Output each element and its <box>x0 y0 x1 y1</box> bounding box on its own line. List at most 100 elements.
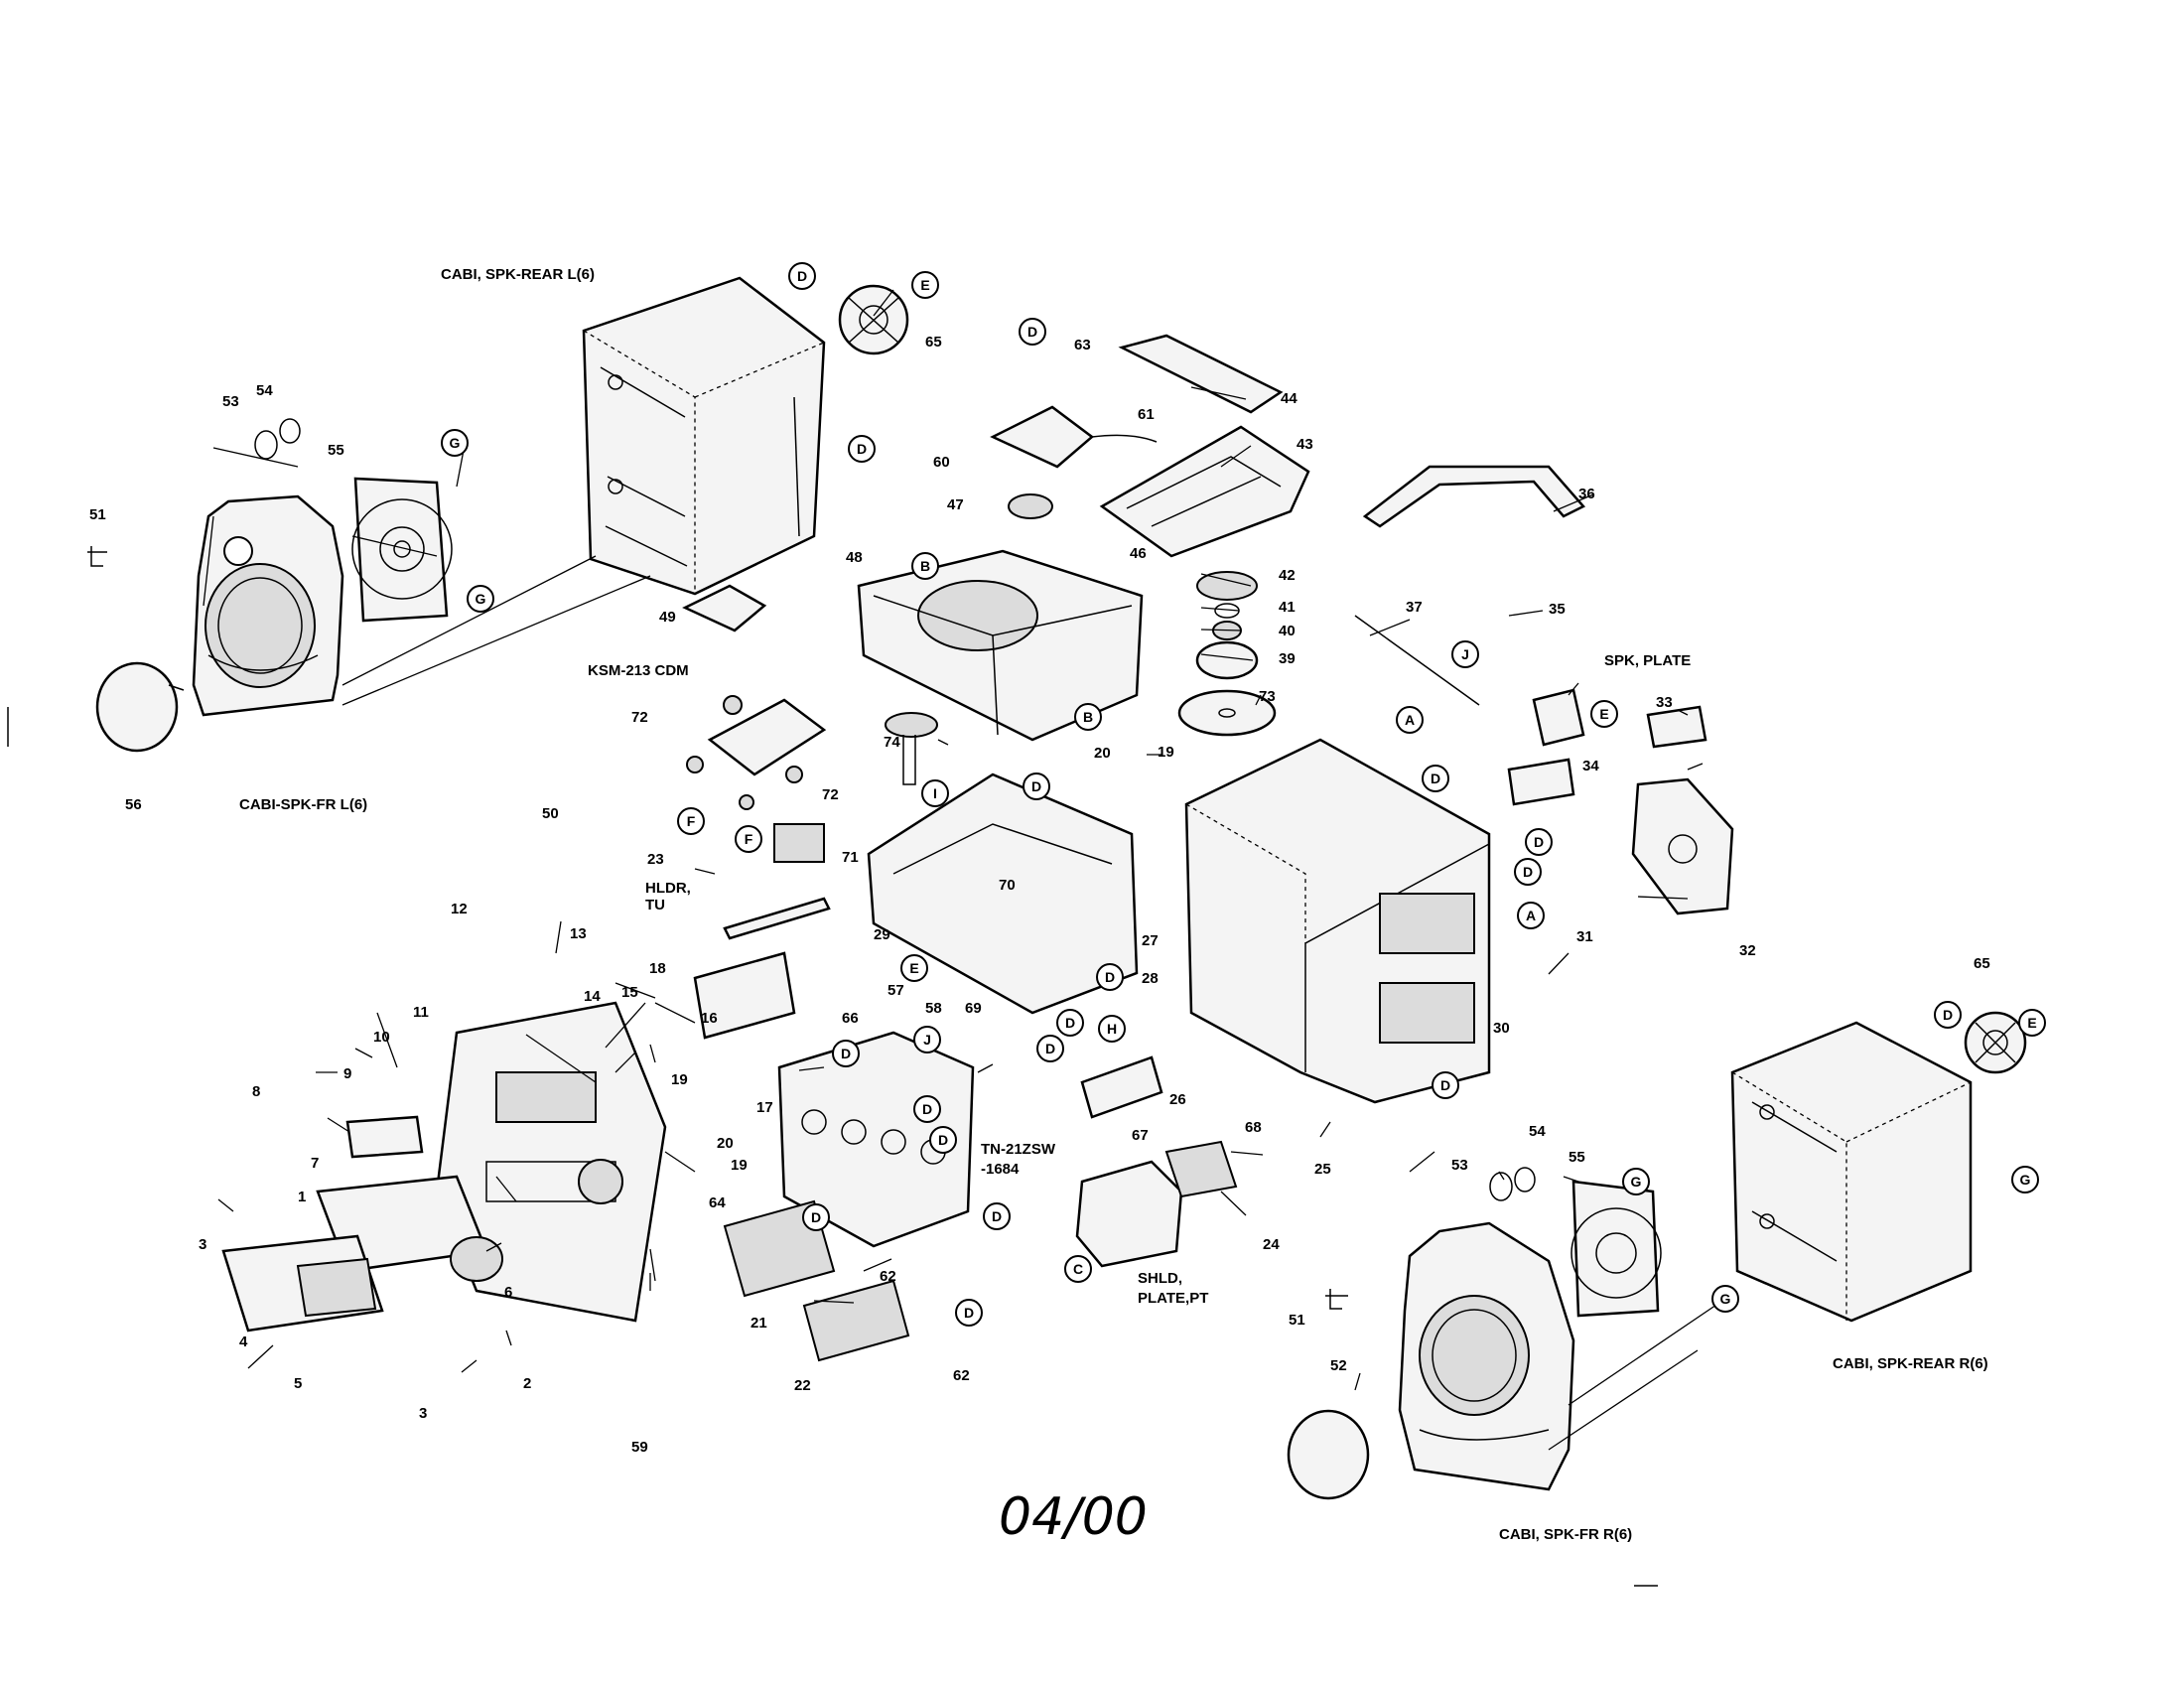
speaker-front-left-cabinet <box>192 494 344 717</box>
tuner-holder-bar <box>723 897 831 940</box>
part-num-51b: 51 <box>1289 1312 1305 1329</box>
part-num-41: 41 <box>1279 599 1296 616</box>
ref-d-14: D <box>992 1208 1002 1224</box>
part-num-20a: 20 <box>1094 745 1111 762</box>
switch-pcb-67 <box>1080 1055 1163 1119</box>
disc-parts-39-42-73 <box>1177 571 1277 737</box>
part-num-13: 13 <box>570 925 587 942</box>
label-tn-21zsw-2: -1684 <box>981 1161 1020 1178</box>
ref-g-3: G <box>1631 1174 1642 1190</box>
ref-d-12: D <box>922 1101 932 1117</box>
cd-changer-mechanism-48 <box>857 549 1144 742</box>
part-num-10: 10 <box>373 1029 390 1046</box>
part-num-54a: 54 <box>256 382 273 399</box>
part-num-55a: 55 <box>328 442 344 459</box>
part-num-23: 23 <box>647 851 664 868</box>
ref-f-1: F <box>687 813 696 829</box>
label-shld-1: SHLD, <box>1138 1270 1182 1287</box>
ref-d-5: D <box>1534 834 1544 850</box>
part-num-27: 27 <box>1142 932 1159 949</box>
ref-d-3: D <box>1027 324 1037 340</box>
part-num-15: 15 <box>621 984 638 1001</box>
pickup-ksm-213 <box>686 695 827 810</box>
part-num-70: 70 <box>999 877 1016 894</box>
part-num-50: 50 <box>542 805 559 822</box>
ref-e-3: E <box>909 960 918 976</box>
part-num-65a: 65 <box>925 334 942 351</box>
speaker-right-rings-53-54 <box>1489 1167 1536 1201</box>
ref-d-9: D <box>1065 1015 1075 1031</box>
rear-cabinet-right <box>1730 1021 1973 1323</box>
part-num-7: 7 <box>311 1155 319 1172</box>
part-num-21: 21 <box>751 1315 767 1332</box>
ref-d-8: D <box>1105 969 1115 985</box>
part-num-48: 48 <box>846 549 863 566</box>
label-spk-plate: SPK, PLATE <box>1604 652 1691 669</box>
ref-d-13: D <box>938 1132 948 1148</box>
part-num-46: 46 <box>1130 545 1147 562</box>
part-num-53b: 53 <box>1451 1157 1468 1174</box>
part-num-18: 18 <box>649 960 666 977</box>
part-num-47: 47 <box>947 496 964 513</box>
part-num-63: 63 <box>1074 337 1091 353</box>
label-ksm-213-cdm: KSM-213 CDM <box>588 662 689 679</box>
part-num-61: 61 <box>1138 406 1155 423</box>
label-tn-21zsw-1: TN-21ZSW <box>981 1141 1056 1158</box>
speaker-front-right-cabinet <box>1398 1221 1575 1491</box>
part-num-53a: 53 <box>222 393 239 410</box>
part-num-62b: 62 <box>953 1367 970 1384</box>
part-num-51a: 51 <box>89 506 106 523</box>
part-num-19a: 19 <box>671 1071 688 1088</box>
part-number-labels: 1 2 3 3 4 5 6 7 8 9 10 11 12 13 14 15 16… <box>89 334 1990 1456</box>
part-num-2: 2 <box>523 1375 531 1392</box>
part-num-39: 39 <box>1279 650 1296 667</box>
ref-d-7: D <box>1031 778 1041 794</box>
part-num-20b: 20 <box>717 1135 734 1152</box>
ref-j-2: J <box>923 1032 931 1048</box>
part-num-73: 73 <box>1259 688 1276 705</box>
part-num-24: 24 <box>1263 1236 1280 1253</box>
part-num-3a: 3 <box>199 1236 206 1253</box>
ref-d-1: D <box>797 268 807 284</box>
part-num-35: 35 <box>1549 601 1566 618</box>
ref-d-17: D <box>1440 1077 1450 1093</box>
ref-a-2: A <box>1526 908 1536 923</box>
date-code: 04/00 <box>999 1487 1148 1547</box>
part-num-33: 33 <box>1656 694 1673 711</box>
part-num-6: 6 <box>504 1284 512 1301</box>
holder-49 <box>682 584 767 632</box>
part-num-65b: 65 <box>1974 955 1990 972</box>
part-num-68: 68 <box>1245 1119 1262 1136</box>
part-num-72a: 72 <box>631 709 648 726</box>
screw-51-right <box>1325 1289 1348 1310</box>
part-num-72b: 72 <box>822 786 839 803</box>
handle-36 <box>1362 465 1586 528</box>
part-num-69: 69 <box>965 1000 982 1017</box>
part-num-16: 16 <box>701 1010 718 1027</box>
part-num-19b: 19 <box>731 1157 748 1174</box>
ref-e-4: E <box>2027 1015 2036 1031</box>
part-num-3b: 3 <box>419 1405 427 1422</box>
port-tube-65-left <box>838 284 909 355</box>
ref-a-1: A <box>1405 712 1415 728</box>
back-bracket-32 <box>1631 777 1734 915</box>
part-num-22: 22 <box>794 1377 811 1394</box>
label-cabi-spk-rear-r: CABI, SPK-REAR R(6) <box>1833 1355 1988 1372</box>
port-tube-65-right <box>1964 1011 2027 1074</box>
ref-g-2: G <box>476 591 486 607</box>
speaker-left-rings-53-54 <box>254 418 301 460</box>
part-num-43: 43 <box>1297 436 1313 453</box>
part-num-74: 74 <box>884 734 900 751</box>
ref-i: I <box>933 785 937 801</box>
label-hldr-tu-2: TU <box>645 897 665 913</box>
knob-6 <box>450 1236 503 1282</box>
ref-d-4: D <box>1431 771 1440 786</box>
label-cabi-spk-fr-r: CABI, SPK-FR R(6) <box>1499 1526 1632 1543</box>
chassis-body-30 <box>1184 738 1491 1104</box>
part-num-37: 37 <box>1406 599 1423 616</box>
ref-d-16: D <box>964 1305 974 1321</box>
part-num-34: 34 <box>1582 758 1599 774</box>
part-num-52: 52 <box>1330 1357 1347 1374</box>
part-num-4: 4 <box>239 1333 248 1350</box>
part-num-5: 5 <box>294 1375 302 1392</box>
